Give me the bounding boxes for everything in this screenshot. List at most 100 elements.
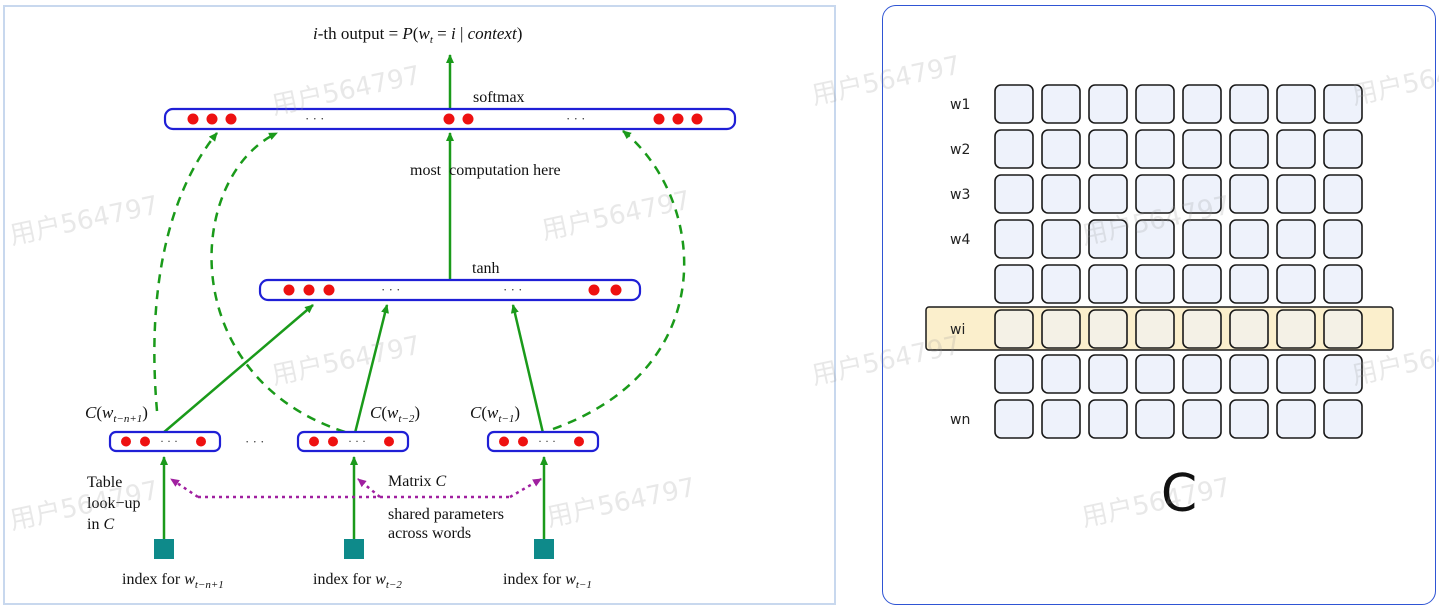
matrix-cell <box>1323 219 1363 259</box>
tanh-dots-1: · · · <box>381 282 401 297</box>
matrix-cell <box>1041 219 1081 259</box>
matrix-cell <box>1323 264 1363 304</box>
matrix-cell <box>1323 399 1363 439</box>
matrix-cell <box>1229 84 1269 124</box>
matrix-cell <box>1041 264 1081 304</box>
matrix-cell <box>1135 219 1175 259</box>
index-label-2: index for wt−2 <box>313 571 402 591</box>
matrix-cell <box>1135 264 1175 304</box>
matrix-cell <box>1323 309 1363 349</box>
matrix-cell <box>994 84 1034 124</box>
matrix-cell <box>1135 84 1175 124</box>
embedding-box-3 <box>486 430 600 453</box>
matrix-c-big-label: C <box>1161 464 1197 524</box>
embedding-units <box>121 436 584 447</box>
index-label-1: index for wt−n+1 <box>122 571 224 591</box>
c-label-2: C(wt−2) <box>370 403 420 425</box>
matrix-cell <box>1182 84 1222 124</box>
matrix-cell <box>1135 309 1175 349</box>
matrix-cell <box>1182 174 1222 214</box>
matrix-cell <box>1088 219 1128 259</box>
softmax-units <box>187 113 703 125</box>
matrix-cell <box>1276 84 1316 124</box>
matrix-cell <box>1041 399 1081 439</box>
row-label-w1: w1 <box>950 97 970 113</box>
matrix-cell <box>1323 354 1363 394</box>
index-label-3: index for wt−1 <box>503 571 592 591</box>
index-inputs <box>154 539 554 559</box>
matrix-cell <box>1323 129 1363 169</box>
matrix-cell <box>1182 219 1222 259</box>
matrix-cell <box>1276 264 1316 304</box>
matrix-cell <box>994 219 1034 259</box>
matrix-cell <box>1182 129 1222 169</box>
matrix-cell <box>1182 354 1222 394</box>
matrix-cell <box>1182 309 1222 349</box>
c-label-1: C(wt−n+1) <box>85 403 148 425</box>
matrix-cell <box>1041 84 1081 124</box>
matrix-cell <box>994 309 1034 349</box>
matrix-cell <box>1229 354 1269 394</box>
matrix-cell <box>1041 129 1081 169</box>
shared-parameter-arrows <box>170 477 542 499</box>
softmax-dots-2: · · · <box>566 111 586 126</box>
row-label-w4: w4 <box>950 232 970 248</box>
matrix-cell <box>1229 264 1269 304</box>
matrix-cell <box>994 129 1034 169</box>
shared-parameters-label: shared parameters across words <box>388 506 508 542</box>
softmax-dots-1: · · · <box>305 111 325 126</box>
matrix-cell <box>1088 399 1128 439</box>
matrix-cell <box>1276 129 1316 169</box>
matrix-cell <box>1135 129 1175 169</box>
matrix-cells <box>994 84 1363 439</box>
matrix-cell <box>1041 174 1081 214</box>
matrix-cell <box>994 264 1034 304</box>
matrix-cell <box>1229 309 1269 349</box>
matrix-cell <box>1041 309 1081 349</box>
matrix-cell <box>1088 84 1128 124</box>
matrix-cell <box>1323 174 1363 214</box>
table-lookup-label: Table look−up in C <box>87 474 144 533</box>
matrix-cell <box>1276 309 1316 349</box>
embedding-box-1 <box>108 430 222 453</box>
embedding-box-2 <box>296 430 410 453</box>
matrix-cell <box>1088 264 1128 304</box>
output-label: i-th output = P(wt = i | context) <box>313 24 522 46</box>
tanh-dots-2: · · · <box>503 282 523 297</box>
neural-lm-diagram: i-th output = P(wt = i | context) softma… <box>85 24 737 591</box>
matrix-cell <box>1182 264 1222 304</box>
between-embeddings-dots: · · · <box>245 434 265 449</box>
matrix-cell <box>1135 399 1175 439</box>
embedding-dots-2: · · · <box>348 434 366 448</box>
softmax-label: softmax <box>473 89 525 106</box>
row-label-wn: wn <box>950 412 970 428</box>
tanh-layer <box>258 278 642 302</box>
matrix-cell <box>1229 174 1269 214</box>
matrix-cell <box>994 354 1034 394</box>
matrix-cell <box>1041 354 1081 394</box>
matrix-cell <box>1088 309 1128 349</box>
matrix-cell <box>1276 399 1316 439</box>
matrix-cell <box>994 399 1034 439</box>
matrix-cell <box>1276 354 1316 394</box>
matrix-cell <box>1229 399 1269 439</box>
c-label-3: C(wt−1) <box>470 403 520 425</box>
matrix-c-label: Matrix C <box>388 473 447 490</box>
matrix-cell <box>1088 354 1128 394</box>
tanh-label: tanh <box>472 260 500 277</box>
matrix-cell <box>1182 399 1222 439</box>
embedding-dots-1: · · · <box>160 434 178 448</box>
matrix-cell <box>994 174 1034 214</box>
row-label-wi: wi <box>950 322 965 338</box>
matrix-cell <box>1276 219 1316 259</box>
matrix-cell <box>1088 129 1128 169</box>
matrix-cell <box>1135 174 1175 214</box>
embedding-dots-3: · · · <box>538 434 556 448</box>
row-label-w3: w3 <box>950 187 970 203</box>
matrix-cell <box>1229 129 1269 169</box>
matrix-cell <box>1229 219 1269 259</box>
matrix-cell <box>1088 174 1128 214</box>
